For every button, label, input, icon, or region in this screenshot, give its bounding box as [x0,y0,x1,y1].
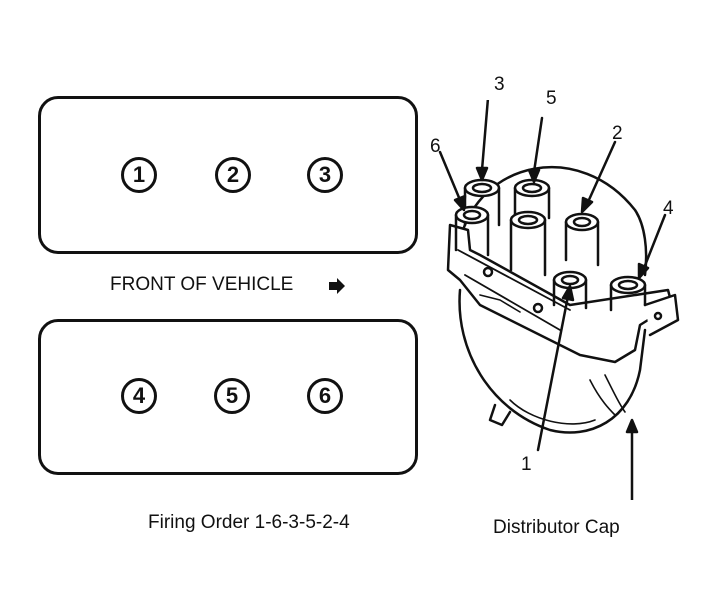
terminal-label-5: 5 [546,88,557,109]
cylinder-1: 1 [121,157,157,193]
cylinder-5: 5 [214,378,250,414]
arrow-right-icon [329,278,345,294]
terminal-label-4: 4 [663,198,674,219]
distributor-cap-label: Distributor Cap [493,517,620,538]
cylinder-2: 2 [215,157,251,193]
engine-bank-rear [38,319,418,475]
cylinder-6: 6 [307,378,343,414]
terminal-label-3: 3 [494,74,505,95]
terminal-label-2: 2 [612,123,623,144]
terminal-label-1: 1 [521,454,532,475]
front-of-vehicle-label: FRONT OF VEHICLE [110,274,294,295]
cylinder-3: 3 [307,157,343,193]
engine-bank-front [38,96,418,254]
terminal-label-6: 6 [430,136,441,157]
cylinder-4: 4 [121,378,157,414]
distributor-cap-illustration [438,100,680,500]
firing-order-label: Firing Order 1-6-3-5-2-4 [148,512,350,533]
